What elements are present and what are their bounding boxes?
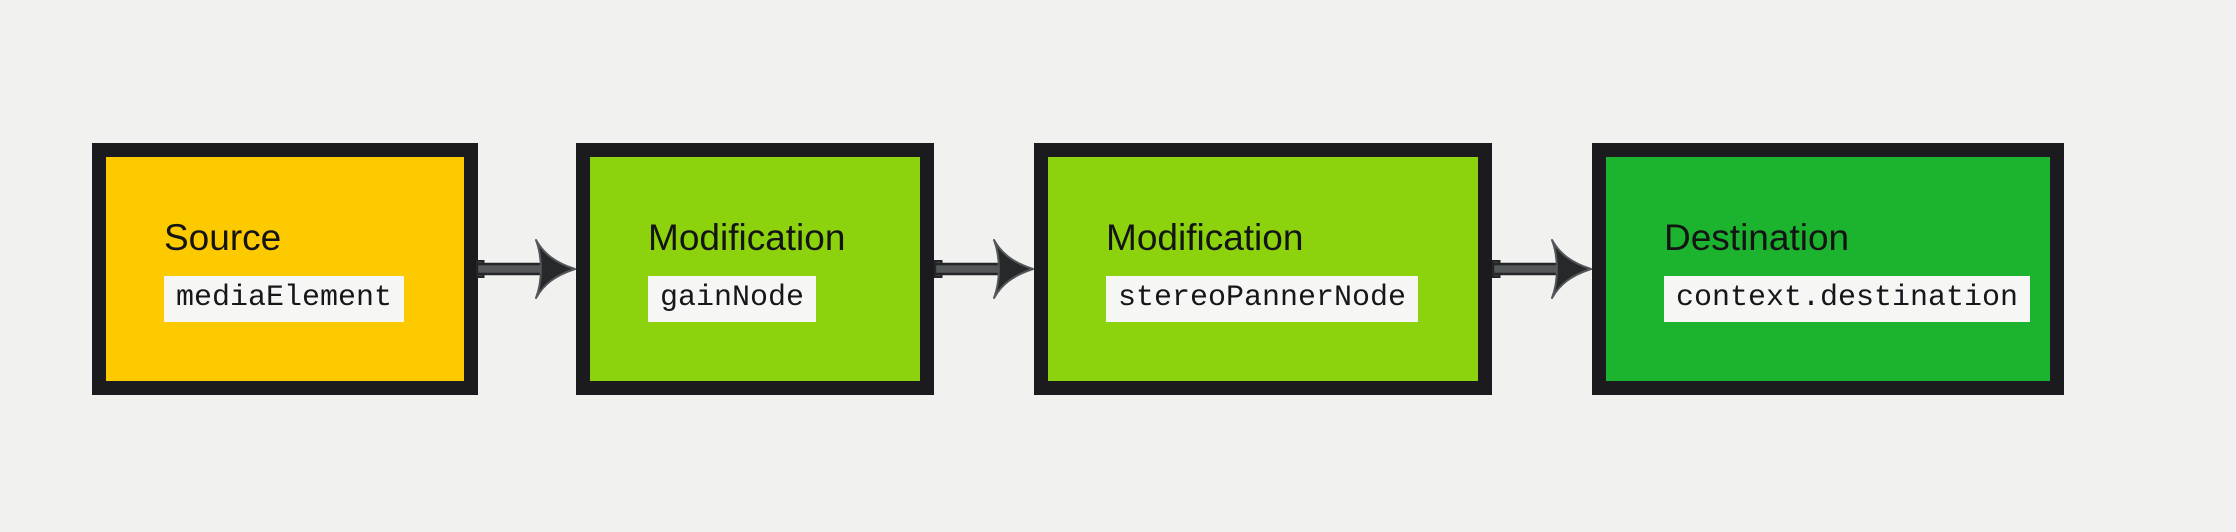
node-code-badge: gainNode: [648, 276, 817, 323]
node-modification-panner: Modification stereoPannerNode: [1034, 143, 1492, 395]
node-destination: Destination context.destination: [1592, 143, 2064, 395]
node-title: Destination: [1664, 216, 1850, 258]
node-code-badge: mediaElement: [164, 276, 405, 323]
flow-arrow-icon: [1492, 239, 1592, 299]
node-modification-gain: Modification gainNode: [576, 143, 934, 395]
node-code-badge: stereoPannerNode: [1106, 276, 1419, 323]
node-title: Source: [164, 216, 282, 258]
node-source: Source mediaElement: [92, 143, 478, 395]
node-title: Modification: [648, 216, 846, 258]
node-title: Modification: [1106, 216, 1304, 258]
flow-arrow-icon: [934, 239, 1034, 299]
flow-arrow-icon: [476, 239, 576, 299]
node-code-badge: context.destination: [1664, 276, 2031, 323]
